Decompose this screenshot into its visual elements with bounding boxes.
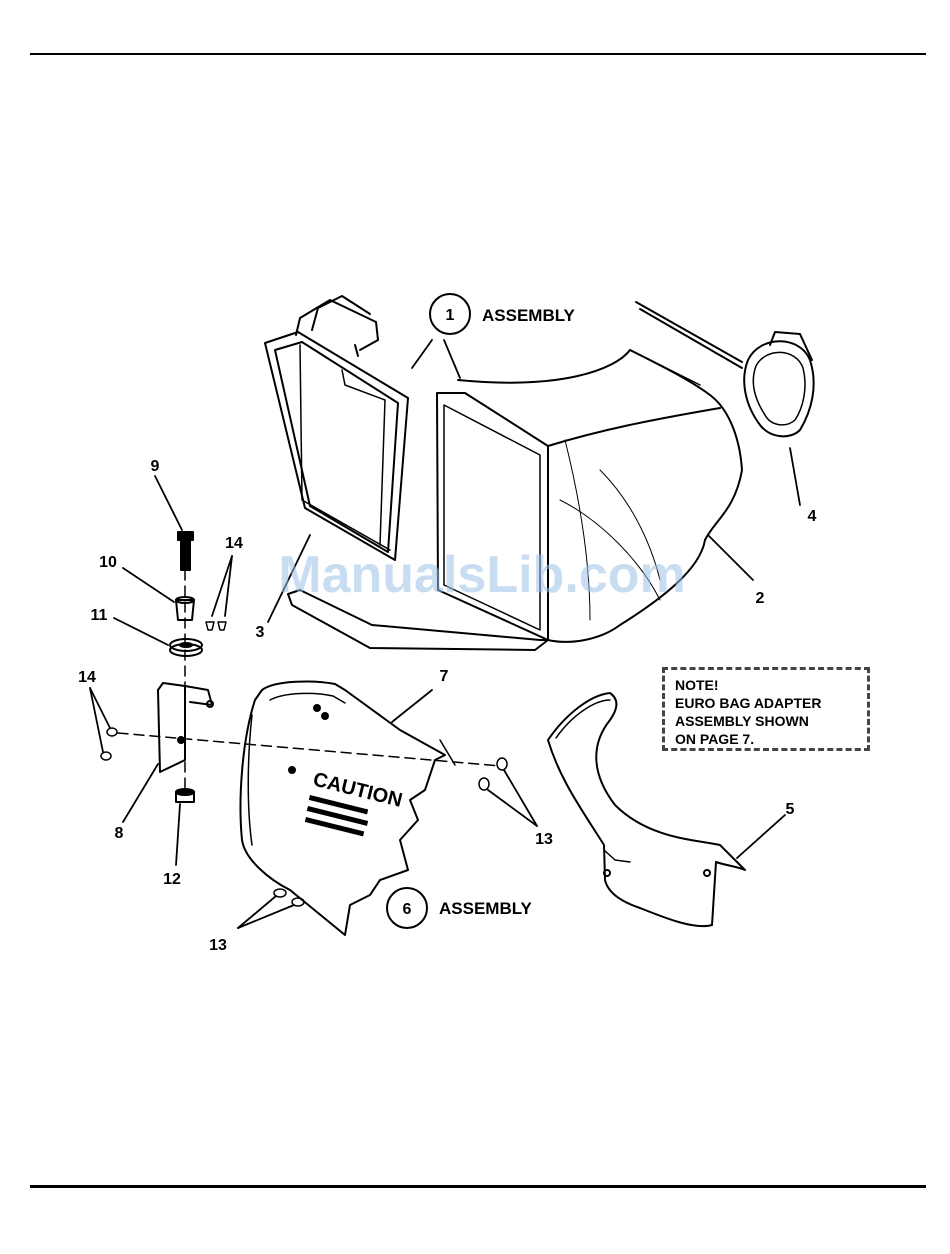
callout-2: 2 <box>756 590 765 607</box>
washer-part-11 <box>170 639 202 656</box>
note-line-3: ASSEMBLY SHOWN <box>675 712 857 730</box>
callout-9: 9 <box>151 458 160 475</box>
callout-5: 5 <box>786 801 795 818</box>
assembly-1-label: ASSEMBLY <box>482 306 576 325</box>
callout-3: 3 <box>256 624 265 641</box>
callout-11: 11 <box>91 607 108 624</box>
note-line-2: EURO BAG ADAPTER <box>675 694 857 712</box>
note-line-1: NOTE! <box>675 676 857 694</box>
callout-14-left: 14 <box>78 669 96 686</box>
assembly-6-label: ASSEMBLY <box>439 899 533 918</box>
callout-13-bottom: 13 <box>209 937 227 954</box>
small-hardware <box>101 622 507 906</box>
watermark: ManualsLib.com <box>278 546 685 604</box>
handle-ring-part-4 <box>636 302 814 436</box>
callout-13-right: 13 <box>535 831 553 848</box>
note-box: NOTE! EURO BAG ADAPTER ASSEMBLY SHOWN ON… <box>662 667 870 751</box>
callout-10: 10 <box>99 554 117 571</box>
note-line-4: ON PAGE 7. <box>675 730 857 748</box>
callout-7: 7 <box>440 668 449 685</box>
caution-decal-title: CAUTION <box>311 769 405 812</box>
assembly-6-number: 6 <box>403 901 412 918</box>
callout-4: 4 <box>808 508 817 525</box>
callout-12: 12 <box>163 871 181 888</box>
callout-8: 8 <box>115 825 124 842</box>
assembly-1-number: 1 <box>446 307 455 324</box>
bolt-part-9 <box>178 532 193 570</box>
wire-frame-part-3 <box>265 296 408 560</box>
bracket-part-8 <box>158 683 213 772</box>
callout-14-top: 14 <box>225 535 243 552</box>
nut-part-12 <box>176 789 194 802</box>
